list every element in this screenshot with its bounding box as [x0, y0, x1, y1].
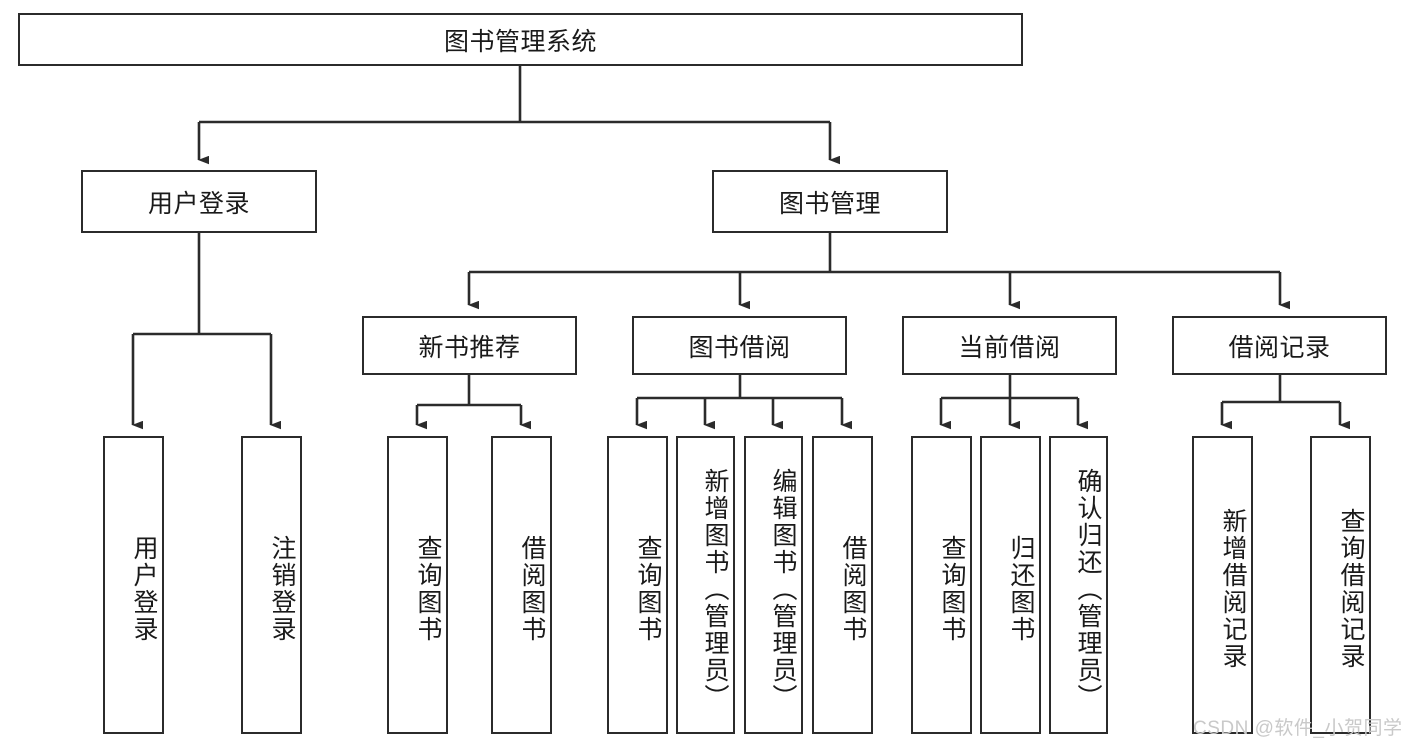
leaf-borrow-record-add[interactable]: 新增借阅记录 — [1192, 436, 1253, 734]
node-label: 查询图书 — [634, 535, 662, 643]
node-label: 借阅图书 — [518, 535, 546, 643]
leaf-user-login-login[interactable]: 用户登录 — [103, 436, 164, 734]
node-label: 查询图书 — [414, 535, 442, 643]
node-root-book-management-system[interactable]: 图书管理系统 — [18, 13, 1023, 66]
leaf-new-book-borrow[interactable]: 借阅图书 — [491, 436, 552, 734]
node-label: 借阅图书 — [839, 535, 867, 643]
leaf-book-borrow-edit-admin[interactable]: 编辑图书（管理员） — [744, 436, 803, 734]
leaf-current-borrow-confirm-admin[interactable]: 确认归还（管理员） — [1049, 436, 1108, 734]
node-book-borrow[interactable]: 图书借阅 — [632, 316, 847, 375]
node-user-login[interactable]: 用户登录 — [81, 170, 317, 233]
leaf-current-borrow-query[interactable]: 查询图书 — [911, 436, 972, 734]
leaf-book-borrow-borrow[interactable]: 借阅图书 — [812, 436, 873, 734]
node-current-borrow[interactable]: 当前借阅 — [902, 316, 1117, 375]
node-label: 查询图书 — [938, 535, 966, 643]
node-label: 用户登录 — [147, 189, 250, 218]
node-label: 归还图书 — [1007, 535, 1035, 643]
leaf-user-login-logout[interactable]: 注销登录 — [241, 436, 302, 734]
node-new-book-recommend[interactable]: 新书推荐 — [362, 316, 577, 375]
node-label: 新书推荐 — [418, 333, 521, 362]
node-label: 编辑图书（管理员） — [769, 467, 797, 711]
node-label: 借阅记录 — [1228, 333, 1331, 362]
leaf-borrow-record-query[interactable]: 查询借阅记录 — [1310, 436, 1371, 734]
node-label: 新增借阅记录 — [1219, 508, 1247, 670]
node-label: 注销登录 — [268, 535, 296, 643]
leaf-current-borrow-return[interactable]: 归还图书 — [980, 436, 1041, 734]
node-label: 当前借阅 — [958, 333, 1061, 362]
node-label: 用户登录 — [130, 535, 158, 643]
node-label: 图书借阅 — [688, 333, 791, 362]
node-book-management[interactable]: 图书管理 — [712, 170, 948, 233]
node-label: 确认归还（管理员） — [1074, 467, 1102, 711]
node-label: 图书管理系统 — [443, 27, 597, 56]
leaf-new-book-query[interactable]: 查询图书 — [387, 436, 448, 734]
leaf-book-borrow-add-admin[interactable]: 新增图书（管理员） — [676, 436, 735, 734]
node-label: 图书管理 — [778, 189, 881, 218]
node-label: 新增图书（管理员） — [701, 467, 729, 711]
node-label: 查询借阅记录 — [1337, 508, 1365, 670]
leaf-book-borrow-query[interactable]: 查询图书 — [607, 436, 668, 734]
node-borrow-record[interactable]: 借阅记录 — [1172, 316, 1387, 375]
